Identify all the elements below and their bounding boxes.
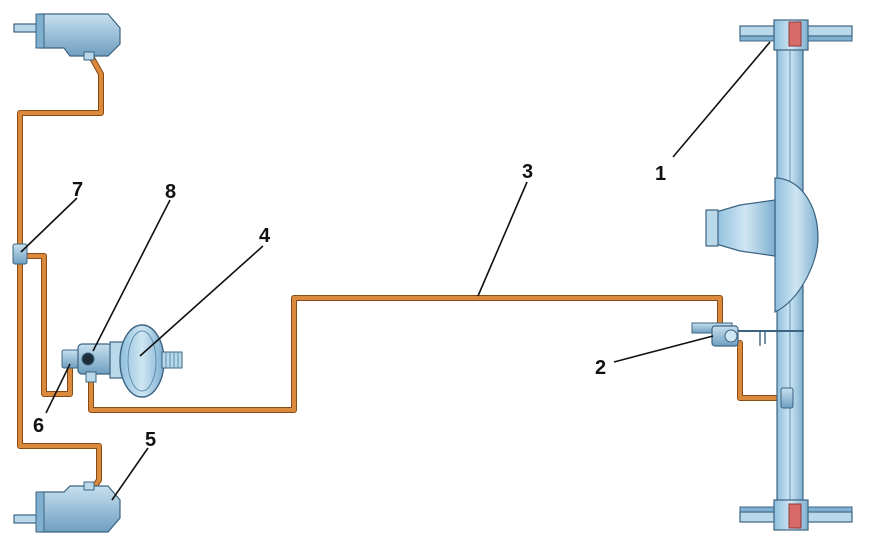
callout-6: 6 xyxy=(33,415,44,437)
rear-axle-assembly xyxy=(705,19,853,531)
leader-7 xyxy=(20,197,78,253)
brake-line-left-rail xyxy=(18,260,101,492)
rear-top-brake-drum xyxy=(739,19,853,51)
leader-2 xyxy=(613,335,714,363)
differential-nose xyxy=(715,199,776,257)
rear-bottom-wheel-cylinder-accent xyxy=(788,503,802,529)
leader-8 xyxy=(92,199,171,352)
left-tee-fitting xyxy=(12,243,28,265)
leader-3 xyxy=(477,181,528,297)
callout-5: 5 xyxy=(145,429,156,451)
differential-housing xyxy=(774,177,819,313)
pressure-regulator xyxy=(691,322,804,347)
brake-line-front-left xyxy=(18,56,103,247)
brake-line-tee-to-master xyxy=(24,254,72,396)
callout-2: 2 xyxy=(595,357,606,379)
front-bottom-caliper xyxy=(13,481,121,533)
callout-1: 1 xyxy=(655,163,666,185)
callout-8: 8 xyxy=(165,181,176,203)
leader-5 xyxy=(111,447,149,501)
callout-numbers: 1 2 3 4 5 6 7 8 xyxy=(33,161,666,451)
master-cylinder xyxy=(61,343,113,383)
leader-1 xyxy=(672,41,771,158)
brake-line-regulator-to-axle xyxy=(738,341,784,400)
leader-lines xyxy=(20,41,771,501)
brake-line-main xyxy=(89,296,722,412)
pinion-flange xyxy=(705,209,719,247)
rear-bottom-brake-drum xyxy=(739,499,853,531)
brake-lines xyxy=(17,55,800,508)
leader-6 xyxy=(45,363,71,414)
leader-4 xyxy=(139,245,264,357)
callout-4: 4 xyxy=(259,225,271,247)
vacuum-booster xyxy=(109,324,183,398)
rear-top-wheel-cylinder-accent xyxy=(788,21,802,47)
callout-7: 7 xyxy=(72,179,83,201)
front-top-caliper xyxy=(13,13,121,61)
callout-3: 3 xyxy=(522,161,533,183)
rear-axle-tee xyxy=(780,387,794,409)
